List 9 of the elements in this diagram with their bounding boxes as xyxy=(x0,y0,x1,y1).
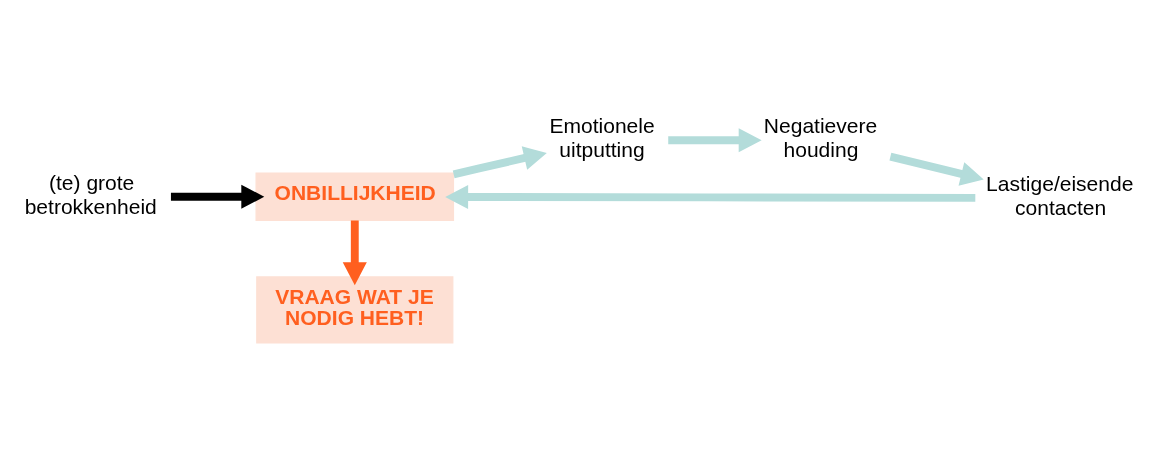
node-text: (te) grote betrokkenheid xyxy=(24,170,157,218)
node-text: Emotionele uitputting xyxy=(549,114,655,162)
arrow xyxy=(889,152,984,186)
node-box: VRAAG WAT JE NODIG HEBT! xyxy=(256,276,454,344)
arrow xyxy=(452,146,547,179)
node-text: Negatievere houding xyxy=(763,114,878,162)
arrow xyxy=(342,220,367,286)
node-text: Lastige/eisende contacten xyxy=(986,172,1134,219)
node-box: ONBILLIJKHEID xyxy=(255,172,455,222)
